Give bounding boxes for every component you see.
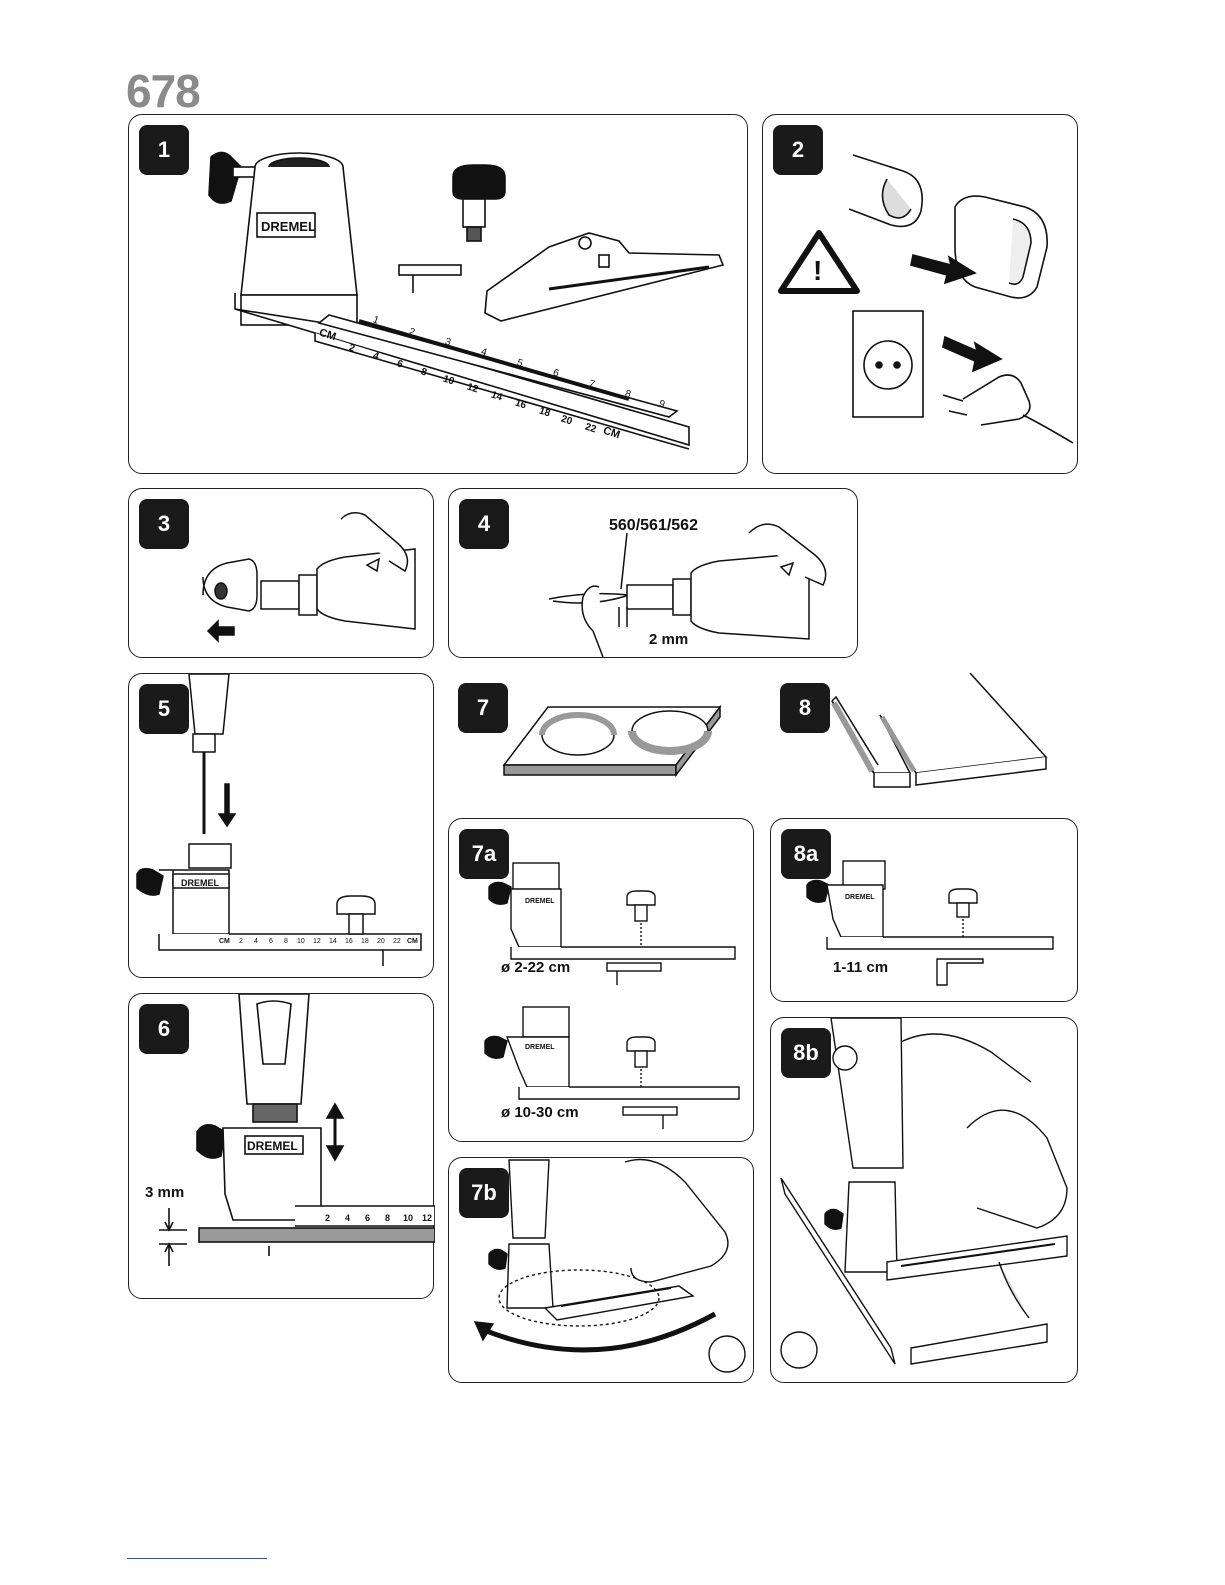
step-badge-4: 4 (459, 499, 509, 549)
step-badge-8: 8 (780, 683, 830, 733)
brand-label-upper: DREMEL (525, 898, 555, 905)
panel-3-remove-nose-cap: 3 (128, 488, 434, 658)
ruler-mark-12: 12 (313, 938, 321, 945)
ruler-mark-22: 22 (393, 938, 401, 945)
panel-8b-straight-cut: 8b (770, 1017, 1078, 1383)
ruler-mark-4: 4 (345, 1213, 350, 1223)
ruler-mark-20: 20 (377, 938, 385, 945)
panel-4-insert-bit: 4 560/561/562 2 mm (448, 488, 858, 658)
panel-7-circle-cut-result: 7 (448, 673, 758, 803)
panel-8-straight-cut-result: 8 (770, 673, 1080, 803)
page-title: 678 (126, 64, 200, 118)
circle-cutter-parts-illustration: DREMEL (129, 115, 749, 475)
ruler-mark-18: 18 (361, 938, 369, 945)
ruler-mark-6: 6 (365, 1213, 370, 1223)
panel-5-insert-pivot-pin: 5 DREMEL CM 2 4 6 8 10 12 14 16 18 20 22… (128, 673, 434, 978)
ruler-mark-8: 8 (385, 1213, 390, 1223)
step-badge-6: 6 (139, 1004, 189, 1054)
step-badge-8b: 8b (781, 1028, 831, 1078)
panel-7a-circle-diameters: 7a DREMEL DREMEL ø 2-22 cm ø 10- (448, 818, 754, 1142)
ruler-mark-2: 2 (325, 1213, 330, 1223)
panel-8a-straight-distance: 8a DREMEL 1-11 cm (770, 818, 1078, 1002)
step-badge-2: 2 (773, 125, 823, 175)
step-badge-3: 3 (139, 499, 189, 549)
brand-label-lower: DREMEL (525, 1044, 555, 1051)
panel-1-circle-cutter-parts: 1 (128, 114, 748, 474)
panel-2-disconnect-power: 2 ! (762, 114, 1078, 474)
ruler-mark-10: 10 (403, 1213, 413, 1223)
brand-label: DREMEL (181, 878, 220, 888)
distance-range: 1-11 cm (833, 959, 888, 976)
step-badge-1: 1 (139, 125, 189, 175)
panel-6-set-depth: 6 DREMEL 3 mm 2 4 6 8 10 12 (128, 993, 434, 1299)
diameter-range-large: ø 10-30 cm (501, 1104, 579, 1121)
ruler-mark-16: 16 (345, 938, 353, 945)
ruler-mark-6: 6 (269, 938, 273, 945)
brand-label: DREMEL (845, 894, 875, 901)
bit-model-numbers: 560/561/562 (609, 517, 698, 535)
panel-7b-cut-circle: 7b (448, 1157, 754, 1383)
step-badge-7b: 7b (459, 1168, 509, 1218)
step-badge-7a: 7a (459, 829, 509, 879)
ruler-unit-right: CM (407, 938, 418, 945)
step-badge-7: 7 (458, 683, 508, 733)
ruler-mark-2: 2 (239, 938, 243, 945)
ruler-mark-14: 14 (329, 938, 337, 945)
step-badge-5: 5 (139, 684, 189, 734)
ruler-mark-8: 8 (284, 938, 288, 945)
step-badge-8a: 8a (781, 829, 831, 879)
ruler-mark-12: 12 (422, 1213, 432, 1223)
footer-rule (127, 1558, 267, 1559)
brand-label: DREMEL (247, 1139, 298, 1153)
warning-icon: ! (813, 255, 822, 287)
ruler-mark-4: 4 (254, 938, 258, 945)
ruler-unit: CM (219, 938, 230, 945)
ruler-mark-10: 10 (297, 938, 305, 945)
insert-depth-label: 2 mm (649, 631, 688, 648)
brand-label: DREMEL (261, 219, 316, 234)
depth-label: 3 mm (145, 1184, 184, 1201)
diameter-range-small: ø 2-22 cm (501, 959, 570, 976)
